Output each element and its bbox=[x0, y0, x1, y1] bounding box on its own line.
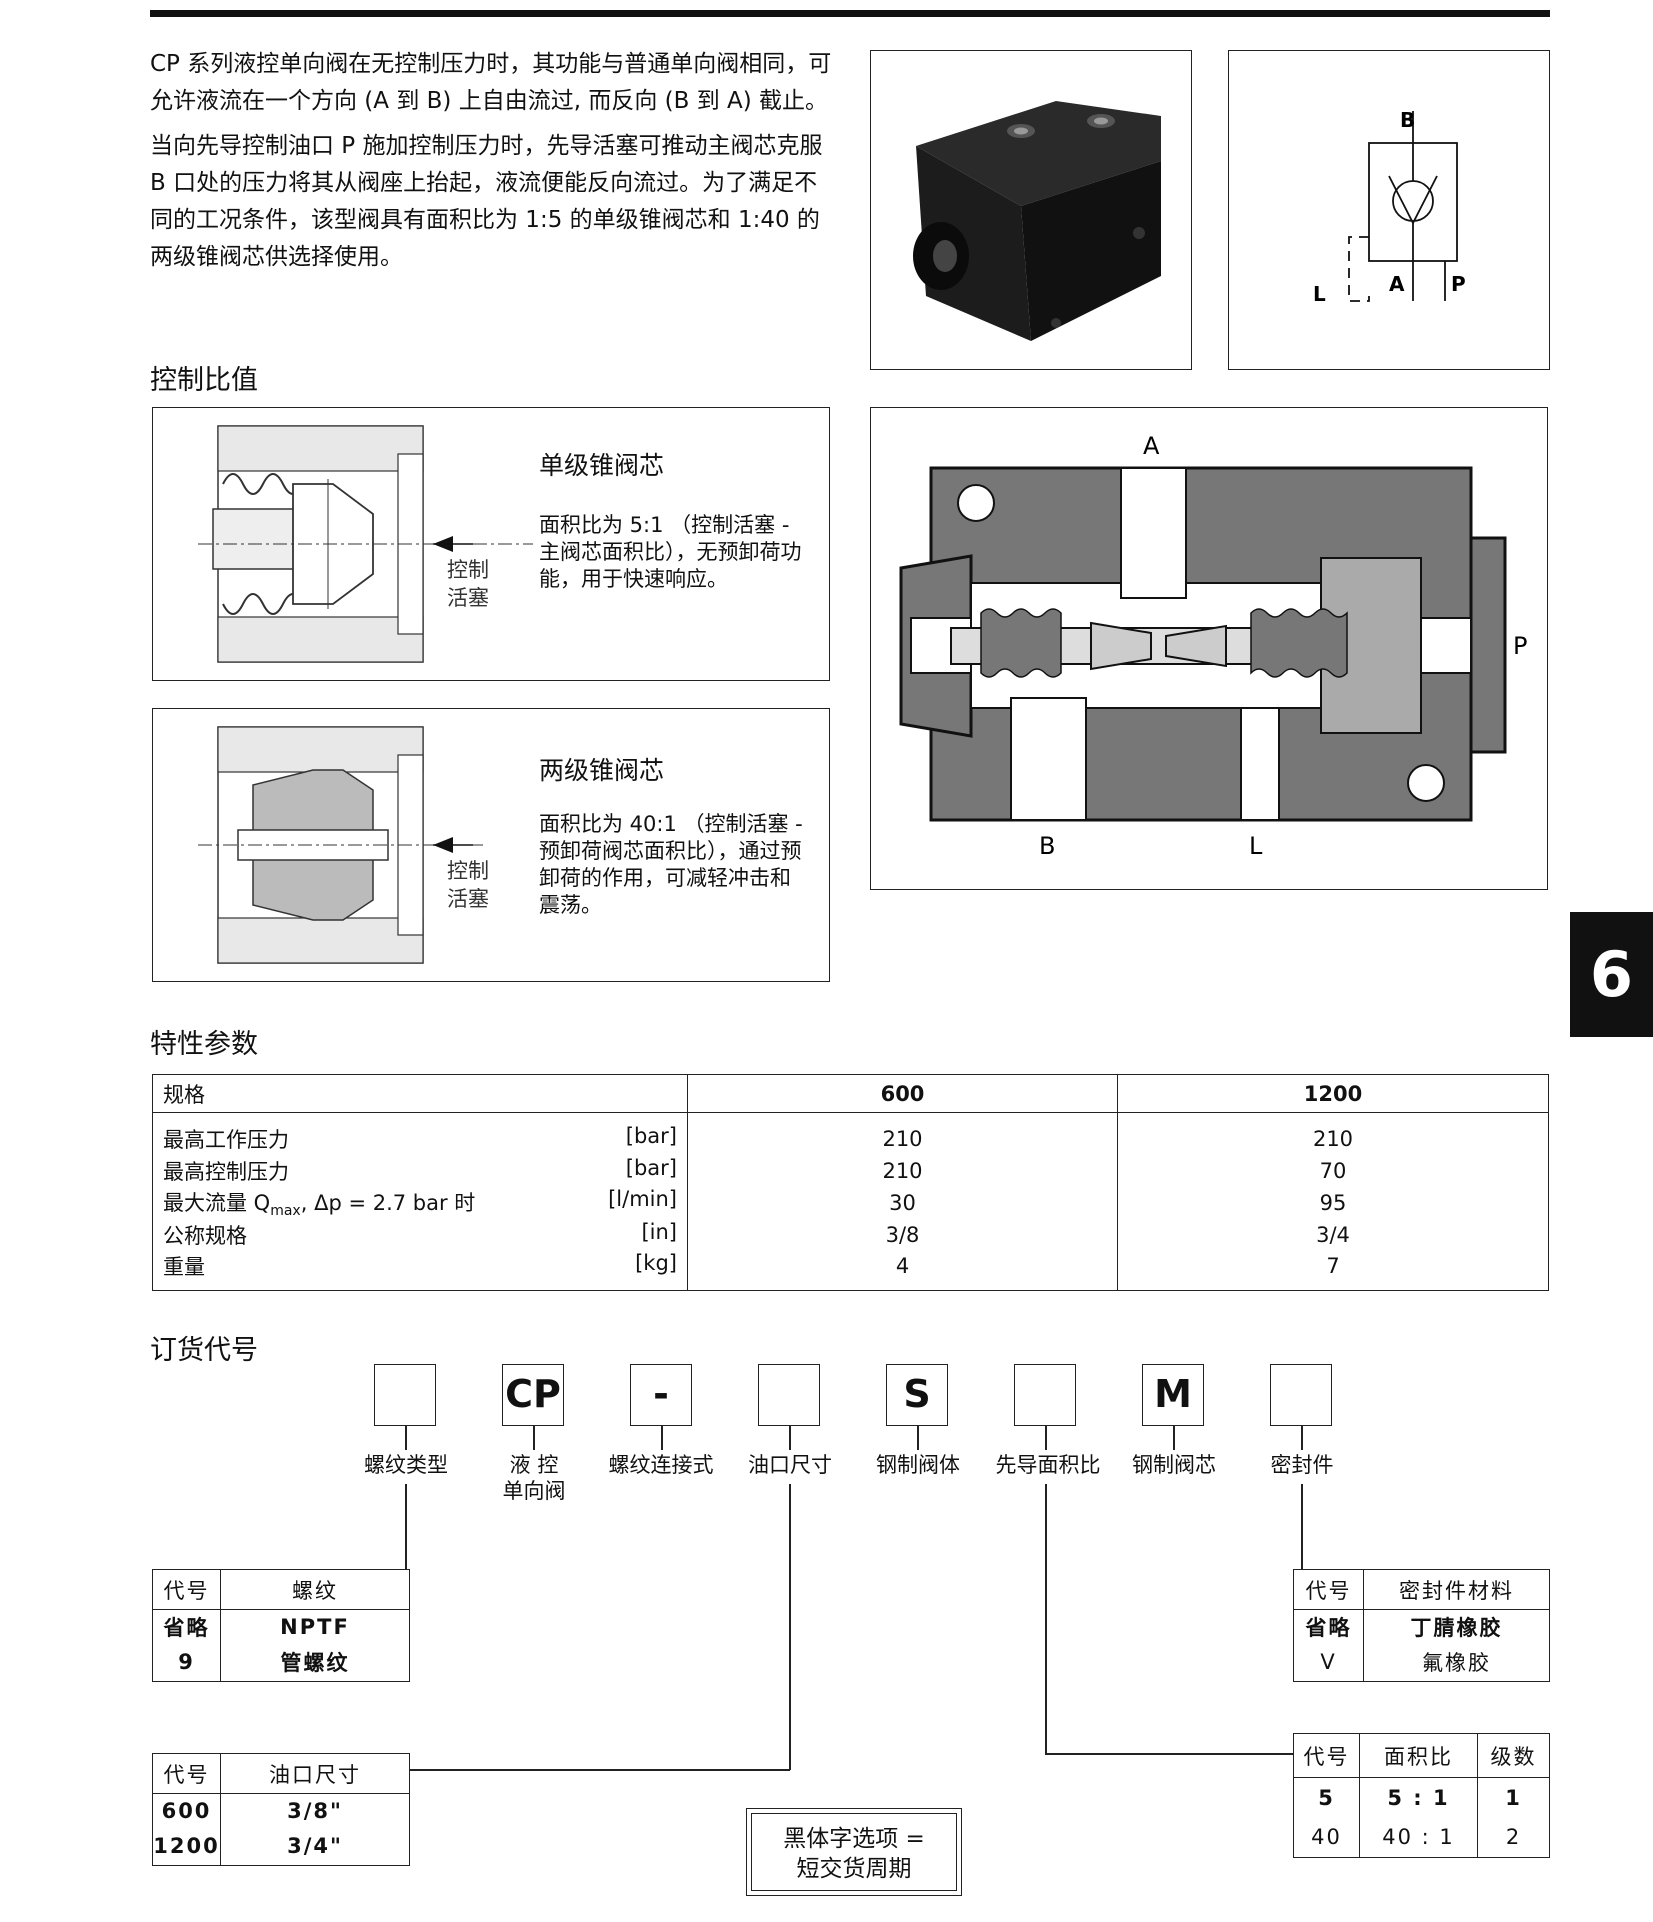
double-ctrl-label: 控制 活塞 bbox=[447, 859, 489, 911]
intro-paragraph-1: CP 系列液控单向阀在无控制压力时，其功能与普通单向阀相同，可允许液流在一个方向… bbox=[150, 51, 832, 114]
single-ctrl-label: 控制 活塞 bbox=[447, 558, 489, 610]
order-label-ratio: 先导面积比 bbox=[995, 1453, 1101, 1477]
control-ratio-heading: 控制比值 bbox=[150, 365, 258, 396]
valve-block-image bbox=[913, 101, 1161, 341]
order-label-connection: 螺纹连接式 bbox=[608, 1453, 714, 1477]
table-row: 省略丁腈橡胶 bbox=[1293, 1609, 1550, 1644]
single-poppet-drawing bbox=[198, 425, 533, 663]
valve-section-drawing: A B L P bbox=[899, 432, 1527, 860]
order-box-s: S bbox=[886, 1364, 948, 1426]
ordering-heading: 订货代号 bbox=[150, 1335, 258, 1366]
order-label-body: 钢制阀体 bbox=[876, 1453, 960, 1477]
sectional-drawing-panel: A B L P bbox=[870, 407, 1548, 890]
order-label-thread: 螺纹类型 bbox=[364, 1453, 448, 1477]
table-row: 代号螺纹 bbox=[152, 1569, 410, 1610]
order-box-m: M bbox=[1142, 1364, 1204, 1426]
check-valve-symbol: B A P L bbox=[1313, 108, 1466, 306]
single-poppet-desc: 面积比为 5:1 （控制活塞 - 主阀芯面积比），无预卸荷功能，用于快速响应。 bbox=[539, 513, 802, 591]
intro-text: CP 系列液控单向阀在无控制压力时，其功能与普通单向阀相同，可允许液流在一个方向… bbox=[150, 46, 840, 284]
two-stage-poppet-drawing bbox=[198, 726, 483, 964]
port-label-l: L bbox=[1313, 282, 1326, 306]
order-label-port: 油口尺寸 bbox=[748, 1453, 832, 1477]
table-row: 代号密封件材料 bbox=[1293, 1569, 1550, 1610]
order-box-seal bbox=[1270, 1364, 1332, 1426]
two-stage-poppet-panel: 控制 活塞 两级锥阀芯 面积比为 40:1 （控制活塞 - 预卸荷阀芯面积比），… bbox=[152, 708, 830, 982]
table-row: 代号面积比级数 bbox=[1293, 1733, 1550, 1778]
single-poppet-title: 单级锥阀芯 bbox=[539, 451, 665, 480]
hydraulic-symbol: B A P L bbox=[1228, 50, 1550, 370]
two-stage-poppet-title: 两级锥阀芯 bbox=[539, 756, 665, 785]
intro-paragraph-2: 当向先导控制油口 P 施加控制压力时，先导活塞可推动主阀芯克服 B 口处的压力将… bbox=[150, 133, 823, 270]
table-row: 代号油口尺寸 bbox=[152, 1753, 410, 1794]
order-label-cp: 液 控单向阀 bbox=[502, 1453, 566, 1503]
order-label-seal: 密封件 bbox=[1270, 1453, 1334, 1477]
section-label-l: L bbox=[1249, 832, 1263, 860]
order-box-thread bbox=[374, 1364, 436, 1426]
port-label-a: A bbox=[1389, 272, 1405, 296]
order-box-cp: CP bbox=[502, 1364, 564, 1426]
port-label-p: P bbox=[1451, 272, 1466, 296]
section-label-a: A bbox=[1143, 432, 1160, 460]
order-box-dash: - bbox=[630, 1364, 692, 1426]
single-poppet-panel: 控制 活塞 单级锥阀芯 面积比为 5:1 （控制活塞 - 主阀芯面积比），无预卸… bbox=[152, 407, 830, 681]
top-rule bbox=[150, 10, 1550, 17]
product-photo bbox=[870, 50, 1192, 370]
section-label-p: P bbox=[1513, 632, 1527, 660]
specs-heading: 特性参数 bbox=[150, 1029, 258, 1060]
two-stage-poppet-desc: 面积比为 40:1 （控制活塞 - 预卸荷阀芯面积比），通过预卸荷的作用，可减轻… bbox=[539, 812, 803, 917]
order-label-spool: 钢制阀芯 bbox=[1132, 1453, 1216, 1477]
bold-option-note: 黑体字选项 =短交货周期 bbox=[746, 1808, 962, 1896]
chapter-tab: 6 bbox=[1570, 912, 1653, 1037]
order-box-ratio bbox=[1014, 1364, 1076, 1426]
specs-header-row: 规格 600 1200 bbox=[152, 1074, 1549, 1113]
section-label-b: B bbox=[1039, 832, 1055, 860]
order-box-port bbox=[758, 1364, 820, 1426]
port-label-b: B bbox=[1400, 108, 1415, 132]
